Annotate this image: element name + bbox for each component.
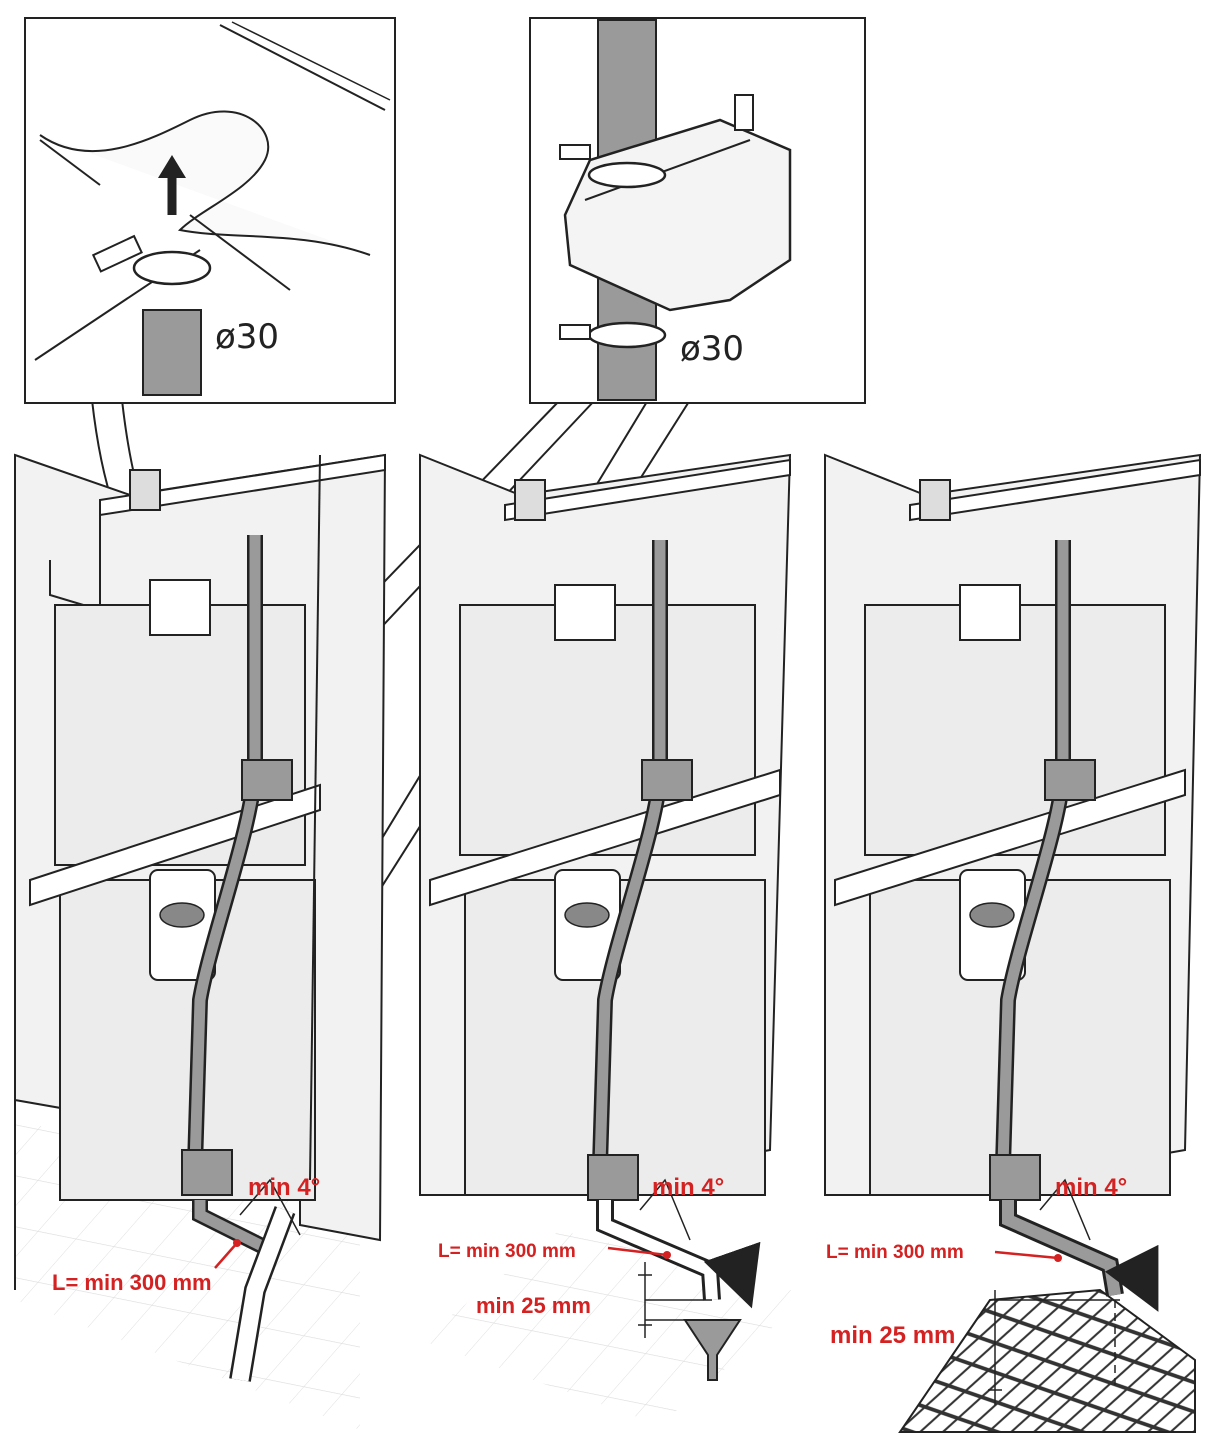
panel-2-gap-label: min 25 mm [476,1293,591,1318]
funnel [683,1319,742,1381]
hose-clamp [132,250,212,286]
inset-1-clamp-detail: ø30 [24,17,396,404]
flow-arrow-icon [703,1241,761,1309]
floor-grate [898,1288,1196,1433]
panel-1: min 4° L= min 300 mm [14,453,387,1430]
panel-3-gap-label: min 25 mm [830,1322,955,1349]
hose-end [142,309,202,396]
inset-2-diameter-label: ø30 [680,329,744,369]
panel-3: min 4° L= min 300 mm min 25 mm [824,453,1202,1433]
flow-arrow-icon [1104,1244,1159,1312]
panel-1-length-label: L= min 300 mm [52,1270,212,1295]
panel-1-angle-label: min 4° [248,1174,320,1201]
panel-2-angle-label: min 4° [652,1174,724,1201]
inset-1-diameter-label: ø30 [215,317,279,357]
panel-3-length-label: L= min 300 mm [826,1242,964,1263]
inset-2-trap-detail: ø30 [529,17,866,404]
panel-2-length-label: L= min 300 mm [438,1241,576,1262]
panel-3-angle-label: min 4° [1055,1174,1127,1201]
panel-2: min 4° L= min 300 mm min 25 mm [419,453,810,1425]
